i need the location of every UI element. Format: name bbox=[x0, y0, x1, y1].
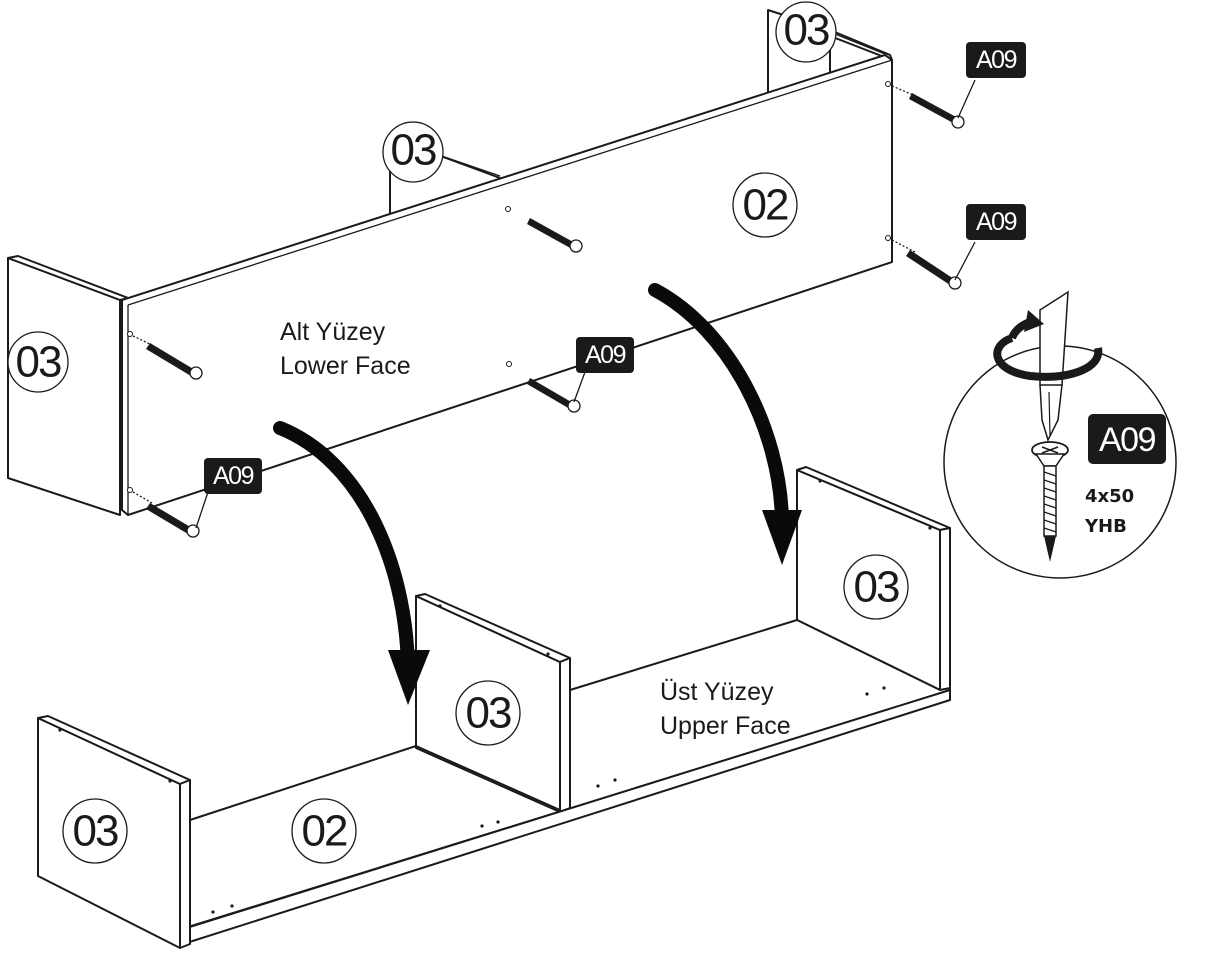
fastener-tag: A09 bbox=[966, 204, 1026, 240]
upper-face-label-en: Upper Face bbox=[660, 712, 791, 740]
rotate-clockwise-icon bbox=[993, 310, 1103, 381]
lower-face-label-tr: Alt Yüzey bbox=[280, 318, 386, 346]
fastener-size: 4x50 bbox=[1085, 486, 1134, 507]
svg-text:A09: A09 bbox=[585, 341, 626, 369]
flip-arrow-right bbox=[648, 283, 802, 565]
top-panel-holes bbox=[127, 81, 891, 493]
fastener-code-large: A09 bbox=[1099, 421, 1156, 459]
screw-detail-callout: A09 4x50 YHB bbox=[943, 290, 1177, 579]
upper-face-label-tr: Üst Yüzey bbox=[660, 678, 774, 706]
part-label: 03 bbox=[455, 680, 521, 746]
svg-text:A09: A09 bbox=[976, 208, 1017, 236]
fastener-tag: A09 bbox=[966, 42, 1026, 78]
screw-icon bbox=[527, 218, 583, 253]
screw-icon bbox=[909, 93, 965, 129]
svg-text:03: 03 bbox=[391, 126, 436, 175]
svg-text:03: 03 bbox=[16, 338, 61, 387]
top-side-panel-left bbox=[7, 255, 129, 516]
screw-icon bbox=[1031, 441, 1069, 562]
tag-leaders bbox=[195, 79, 976, 529]
screw-icon bbox=[527, 378, 581, 413]
flip-arrow-left bbox=[273, 421, 430, 705]
svg-text:02: 02 bbox=[302, 807, 347, 856]
part-label: 03 bbox=[62, 798, 128, 864]
part-label: 03 bbox=[7, 331, 69, 393]
svg-text:03: 03 bbox=[784, 6, 829, 55]
svg-text:03: 03 bbox=[854, 563, 899, 612]
fastener-type: YHB bbox=[1084, 516, 1127, 537]
fastener-tag: A09 bbox=[576, 337, 634, 373]
part-label: 03 bbox=[382, 121, 444, 183]
svg-text:03: 03 bbox=[466, 689, 511, 738]
screw-guide-lines bbox=[132, 85, 919, 504]
part-label: 02 bbox=[291, 798, 357, 864]
svg-text:A09: A09 bbox=[213, 462, 254, 490]
fastener-tag-large bbox=[1088, 414, 1166, 464]
part-label: 03 bbox=[775, 1, 837, 63]
screw-icon bbox=[146, 343, 203, 380]
part-label: 03 bbox=[843, 554, 909, 620]
fastener-tag: A09 bbox=[204, 458, 262, 494]
screw-icon bbox=[146, 503, 200, 538]
screw-icon bbox=[906, 250, 962, 290]
bottom-panel-holes bbox=[58, 479, 932, 914]
svg-text:03: 03 bbox=[73, 807, 118, 856]
svg-text:02: 02 bbox=[743, 181, 788, 230]
top-main-panel bbox=[121, 54, 893, 516]
lower-face-label-en: Lower Face bbox=[280, 352, 411, 380]
part-label: 02 bbox=[732, 172, 798, 238]
svg-text:A09: A09 bbox=[976, 46, 1017, 74]
